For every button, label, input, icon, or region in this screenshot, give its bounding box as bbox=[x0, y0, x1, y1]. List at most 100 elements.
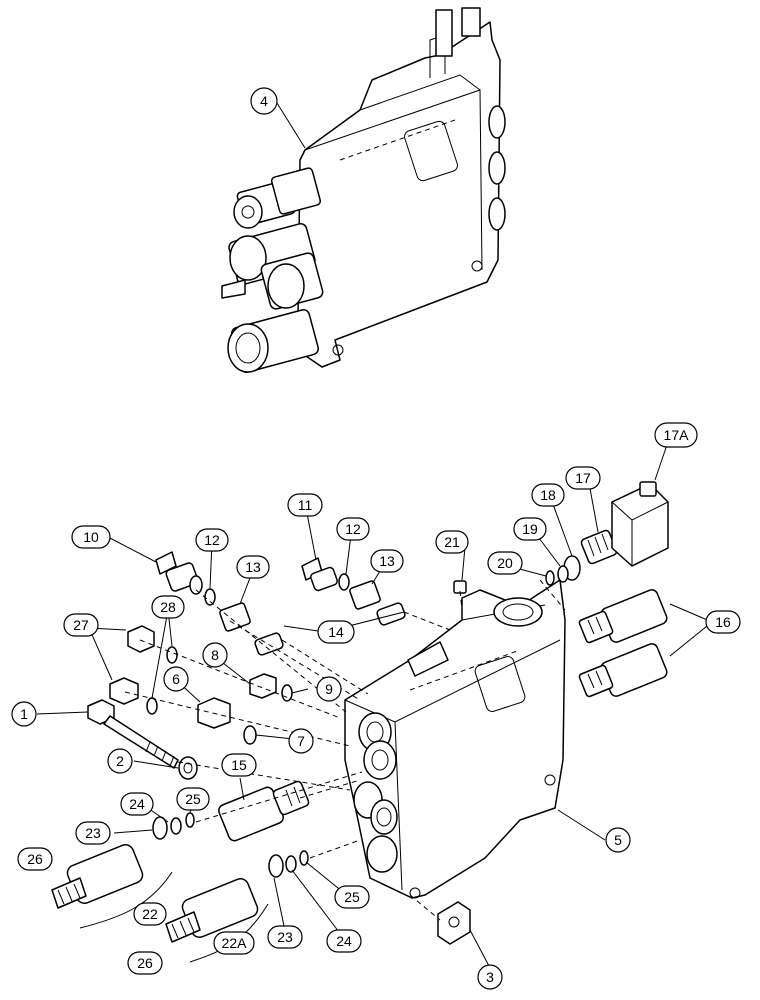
seal-23b bbox=[268, 854, 284, 878]
seal-24b bbox=[285, 855, 297, 873]
o-ring-12b bbox=[338, 573, 350, 591]
callout-25a: 25 bbox=[176, 787, 210, 811]
seal-24a bbox=[170, 817, 182, 835]
spring-13b bbox=[349, 580, 381, 610]
callout-26b: 26 bbox=[127, 951, 163, 975]
callout-23b: 23 bbox=[267, 925, 303, 949]
callout-label-13b: 13 bbox=[379, 553, 395, 569]
callout-label-24b: 24 bbox=[336, 933, 352, 949]
callout-9: 9 bbox=[316, 676, 342, 702]
callout-16: 16 bbox=[705, 610, 741, 634]
callout-22: 22 bbox=[133, 902, 167, 926]
callout-label-4: 4 bbox=[260, 93, 268, 109]
callout-24a: 24 bbox=[120, 792, 154, 816]
callout-22a: 22A bbox=[213, 931, 255, 955]
callout-27: 27 bbox=[63, 613, 99, 637]
coupler-26b bbox=[165, 878, 259, 943]
callout-24b: 24 bbox=[326, 929, 362, 953]
callout-label-11: 11 bbox=[298, 497, 313, 513]
o-ring-9 bbox=[281, 684, 293, 702]
callout-label-7: 7 bbox=[297, 733, 305, 749]
callout-label-25a: 25 bbox=[185, 791, 201, 807]
o-ring-7 bbox=[243, 725, 257, 745]
callout-2: 2 bbox=[107, 748, 133, 774]
callout-label-17: 17 bbox=[575, 470, 591, 486]
callout-label-19: 19 bbox=[522, 521, 538, 537]
callout-label-2: 2 bbox=[116, 753, 124, 769]
callout-label-1: 1 bbox=[20, 706, 28, 722]
fitting-10 bbox=[155, 551, 203, 595]
callout-label-20: 20 bbox=[497, 555, 513, 571]
callout-label-26b: 26 bbox=[137, 955, 153, 971]
callout-17: 17 bbox=[565, 466, 601, 490]
o-ring-19 bbox=[557, 565, 569, 583]
cartridge-16b bbox=[578, 643, 668, 698]
callout-17a: 17A bbox=[654, 422, 698, 448]
callout-label-15: 15 bbox=[231, 757, 247, 773]
callout-3: 3 bbox=[477, 964, 503, 990]
o-ring-12a bbox=[204, 588, 216, 606]
plug-27a bbox=[127, 625, 155, 653]
plug-27b bbox=[109, 677, 139, 705]
callout-13b: 13 bbox=[370, 549, 404, 573]
callout-label-3: 3 bbox=[486, 969, 494, 985]
callout-label-12a: 12 bbox=[204, 532, 220, 548]
valve-body bbox=[344, 579, 566, 899]
spring-13a bbox=[219, 602, 251, 632]
poppet-14b bbox=[376, 602, 406, 626]
callout-20: 20 bbox=[487, 551, 523, 575]
callout-label-16: 16 bbox=[715, 614, 731, 630]
washer-2 bbox=[178, 756, 198, 780]
nut-3 bbox=[437, 901, 471, 945]
callout-7: 7 bbox=[288, 728, 314, 754]
callout-label-14: 14 bbox=[328, 624, 344, 640]
callout-label-18: 18 bbox=[540, 487, 556, 503]
callout-label-22: 22 bbox=[142, 906, 158, 922]
callout-label-28: 28 bbox=[160, 599, 176, 615]
callout-25b: 25 bbox=[334, 885, 370, 909]
callout-label-9: 9 bbox=[325, 681, 333, 697]
callout-12a: 12 bbox=[195, 528, 229, 552]
callout-6: 6 bbox=[163, 666, 189, 692]
o-ring-28b bbox=[146, 697, 158, 715]
callout-15: 15 bbox=[221, 753, 257, 777]
coupler-26a bbox=[51, 844, 144, 909]
callout-5: 5 bbox=[605, 827, 631, 853]
cartridge-16a bbox=[578, 589, 668, 644]
callout-label-26a: 26 bbox=[27, 851, 43, 867]
callout-label-13a: 13 bbox=[245, 559, 261, 575]
callout-label-17a: 17A bbox=[664, 427, 690, 443]
callout-label-23b: 23 bbox=[277, 929, 293, 945]
callout-10: 10 bbox=[71, 525, 111, 549]
seal-25b bbox=[299, 850, 309, 866]
seal-25a bbox=[185, 812, 195, 828]
callout-label-6: 6 bbox=[172, 671, 180, 687]
callout-12b: 12 bbox=[336, 517, 370, 541]
callout-label-12b: 12 bbox=[345, 521, 361, 537]
bolt-1 bbox=[87, 699, 179, 769]
callout-label-5: 5 bbox=[614, 832, 622, 848]
o-ring-28a bbox=[166, 646, 178, 664]
solenoid-coil-17a bbox=[611, 481, 669, 567]
callout-13a: 13 bbox=[236, 555, 270, 579]
callout-28: 28 bbox=[151, 595, 185, 619]
callout-14: 14 bbox=[317, 620, 355, 644]
poppet-14a bbox=[254, 632, 284, 656]
callout-4: 4 bbox=[250, 87, 278, 115]
callout-8: 8 bbox=[202, 642, 228, 668]
callout-label-10: 10 bbox=[83, 529, 99, 545]
callout-26a: 26 bbox=[17, 847, 53, 871]
callout-1: 1 bbox=[11, 701, 37, 727]
assembled-control-valve bbox=[221, 7, 506, 373]
callout-18: 18 bbox=[531, 483, 565, 507]
plug-8 bbox=[249, 673, 277, 699]
callout-label-8: 8 bbox=[211, 647, 219, 663]
callout-label-27: 27 bbox=[73, 617, 89, 633]
callout-19: 19 bbox=[513, 517, 547, 541]
callout-label-25b: 25 bbox=[344, 889, 360, 905]
callout-21: 21 bbox=[435, 530, 469, 554]
callout-label-24a: 24 bbox=[129, 796, 145, 812]
fitting-11 bbox=[301, 557, 338, 592]
callout-11: 11 bbox=[287, 493, 323, 517]
